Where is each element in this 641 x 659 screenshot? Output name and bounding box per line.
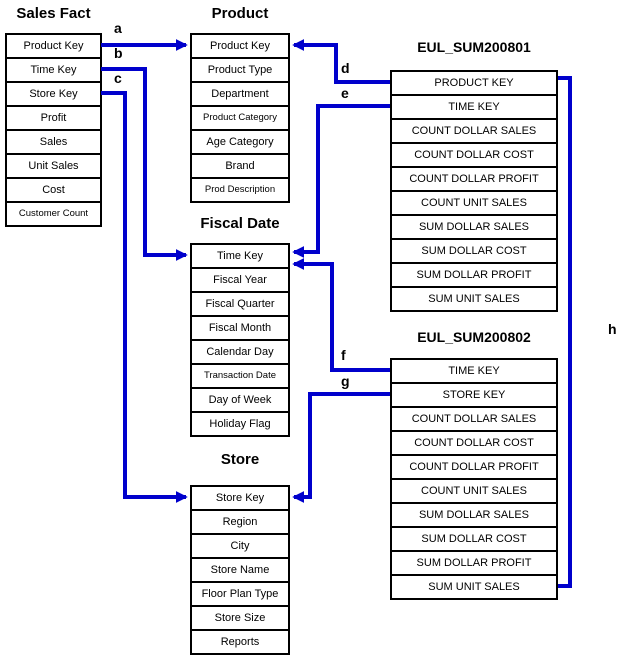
table-cell: SUM UNIT SALES [391, 575, 557, 599]
table-cell: PRODUCT KEY [391, 71, 557, 95]
table-cell: Customer Count [6, 202, 101, 226]
table-cell: SUM DOLLAR PROFIT [391, 551, 557, 575]
table-eul-sum200802: TIME KEY STORE KEY COUNT DOLLAR SALES CO… [390, 358, 558, 600]
table-cell: SUM DOLLAR SALES [391, 503, 557, 527]
connector-label-d: d [341, 60, 350, 76]
table-cell: COUNT UNIT SALES [391, 479, 557, 503]
table-cell: STORE KEY [391, 383, 557, 407]
table-cell: COUNT DOLLAR PROFIT [391, 167, 557, 191]
table-title-store: Store [220, 451, 260, 468]
table-title-eul-sum200802: EUL_SUM200802 [417, 329, 531, 345]
table-cell: Floor Plan Type [191, 582, 289, 606]
table-eul-sum200801: PRODUCT KEY TIME KEY COUNT DOLLAR SALES … [390, 70, 558, 312]
table-cell: Product Category [191, 106, 289, 130]
connector-g-arrow [292, 392, 390, 503]
table-cell: Reports [191, 630, 289, 654]
connector-label-g: g [341, 373, 350, 389]
table-cell: TIME KEY [391, 95, 557, 119]
table-cell: Transaction Date [191, 364, 289, 388]
connector-c-arrow [101, 91, 188, 503]
table-cell: Cost [6, 178, 101, 202]
connector-e-arrow [292, 104, 390, 258]
table-store: Store Key Region City Store Name Floor P… [190, 485, 290, 655]
table-title-fiscal-date: Fiscal Date [200, 215, 280, 232]
connector-label-b: b [114, 45, 123, 61]
connector-b-arrow [101, 67, 188, 261]
table-title-eul-sum200801: EUL_SUM200801 [417, 39, 531, 55]
table-cell: Fiscal Quarter [191, 292, 289, 316]
table-cell: Region [191, 510, 289, 534]
table-cell: COUNT DOLLAR SALES [391, 407, 557, 431]
table-cell: Fiscal Month [191, 316, 289, 340]
table-cell: Product Type [191, 58, 289, 82]
table-cell: Profit [6, 106, 101, 130]
table-cell: Product Key [191, 34, 289, 58]
table-cell: City [191, 534, 289, 558]
table-cell: COUNT DOLLAR COST [391, 143, 557, 167]
table-cell: Store Size [191, 606, 289, 630]
table-fiscal-date: Time Key Fiscal Year Fiscal Quarter Fisc… [190, 243, 290, 437]
table-cell: SUM DOLLAR SALES [391, 215, 557, 239]
table-title-sales-fact: Sales Fact [16, 5, 91, 22]
table-title-product: Product [211, 5, 269, 22]
table-cell: Fiscal Year [191, 268, 289, 292]
table-cell: COUNT UNIT SALES [391, 191, 557, 215]
table-cell: Calendar Day [191, 340, 289, 364]
connector-h-line [558, 76, 572, 588]
table-cell: Holiday Flag [191, 412, 289, 436]
table-cell: SUM UNIT SALES [391, 287, 557, 311]
table-cell: SUM DOLLAR COST [391, 527, 557, 551]
table-cell: Product Key [6, 34, 101, 58]
table-cell: COUNT DOLLAR PROFIT [391, 455, 557, 479]
table-cell: Store Name [191, 558, 289, 582]
table-cell: Store Key [191, 486, 289, 510]
table-cell: SUM DOLLAR PROFIT [391, 263, 557, 287]
table-sales-fact: Product Key Time Key Store Key Profit Sa… [5, 33, 102, 227]
table-cell: COUNT DOLLAR SALES [391, 119, 557, 143]
table-cell: Time Key [191, 244, 289, 268]
table-cell: Prod Description [191, 178, 289, 202]
connector-label-h: h [608, 321, 617, 337]
table-product: Product Key Product Type Department Prod… [190, 33, 290, 203]
table-cell: Time Key [6, 58, 101, 82]
connector-label-f: f [341, 347, 346, 363]
table-cell: SUM DOLLAR COST [391, 239, 557, 263]
table-cell: Day of Week [191, 388, 289, 412]
table-cell: COUNT DOLLAR COST [391, 431, 557, 455]
connector-label-c: c [114, 70, 122, 86]
table-cell: Brand [191, 154, 289, 178]
connector-label-a: a [114, 20, 122, 36]
table-cell: Store Key [6, 82, 101, 106]
table-cell: Sales [6, 130, 101, 154]
table-cell: Unit Sales [6, 154, 101, 178]
table-cell: TIME KEY [391, 359, 557, 383]
connector-label-e: e [341, 85, 349, 101]
table-cell: Age Category [191, 130, 289, 154]
table-cell: Department [191, 82, 289, 106]
